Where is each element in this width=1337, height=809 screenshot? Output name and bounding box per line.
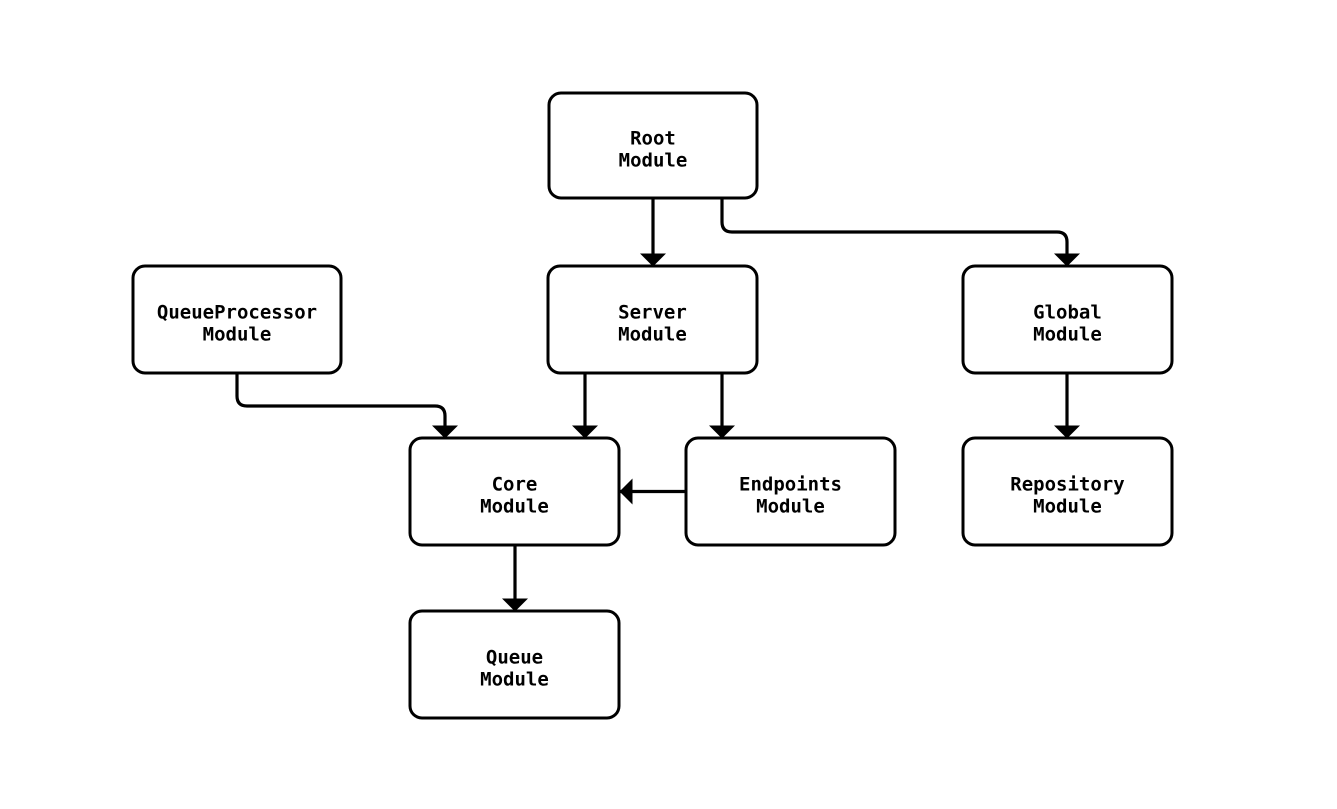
node-core-module-label-line2: Module [480, 496, 549, 518]
node-root-module-box [547, 91, 759, 200]
node-queueprocessor-module: QueueProcessor Module [131, 264, 343, 375]
node-repository-module-label-line1: Repository [1010, 474, 1124, 496]
node-root-module-label-line2: Module [619, 150, 688, 172]
node-server-module-label-line2: Module [618, 324, 687, 346]
node-queue-module-label-line1: Queue [486, 647, 543, 669]
node-root-module-label-line1: Root [630, 128, 676, 150]
node-repository-module-box [961, 436, 1174, 547]
node-global-module-label-line1: Global [1033, 302, 1102, 324]
node-global-module-label-line2: Module [1033, 324, 1102, 346]
node-queueprocessor-module-label-line1: QueueProcessor [157, 302, 317, 324]
node-endpoints-module: Endpoints Module [684, 436, 897, 547]
node-server-module-label-line1: Server [618, 302, 687, 324]
node-endpoints-module-label-line1: Endpoints [739, 474, 842, 496]
node-server-module-box [546, 264, 759, 375]
node-queueprocessor-module-label-line2: Module [203, 324, 272, 346]
node-server-module: Server Module [546, 264, 759, 375]
edge-queueprocessor-to-core [235, 373, 458, 439]
node-core-module-label-line1: Core [492, 474, 538, 496]
node-core-module: Core Module [408, 436, 621, 547]
node-queueprocessor-module-box [131, 264, 343, 375]
node-repository-module: Repository Module [961, 436, 1174, 547]
node-endpoints-module-box [684, 436, 897, 547]
node-repository-module-label-line2: Module [1033, 496, 1102, 518]
edge-layer [235, 198, 1080, 612]
node-queue-module-box [408, 609, 621, 720]
node-core-module-box [408, 436, 621, 547]
node-layer: Root Module QueueProcessor Module Server… [131, 91, 1174, 720]
edge-root-to-global [720, 198, 1080, 267]
node-queue-module-label-line2: Module [480, 669, 549, 691]
node-global-module-box [961, 264, 1174, 375]
node-root-module: Root Module [547, 91, 759, 200]
node-global-module: Global Module [961, 264, 1174, 375]
node-endpoints-module-label-line2: Module [756, 496, 825, 518]
node-queue-module: Queue Module [408, 609, 621, 720]
